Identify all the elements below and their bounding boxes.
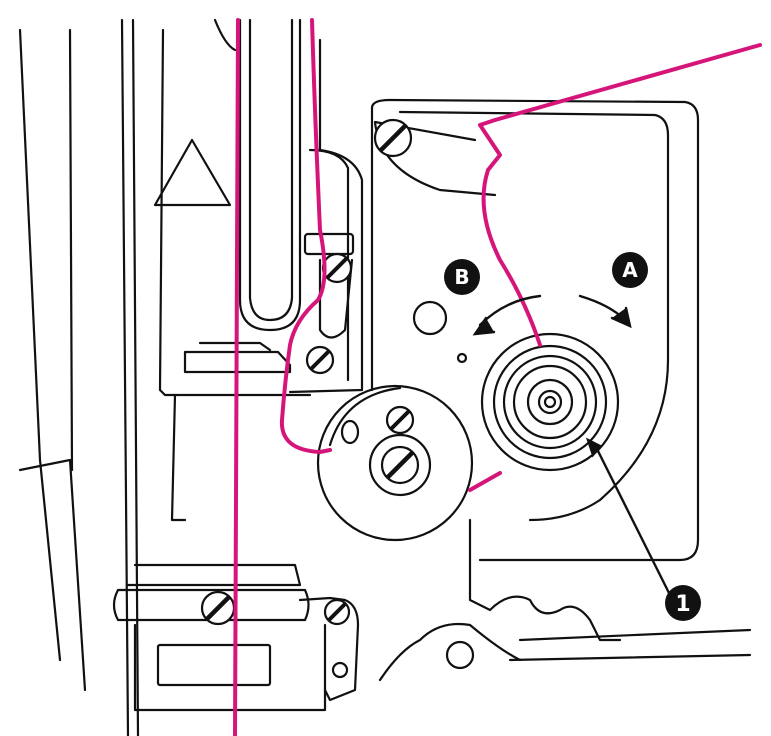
machine-left-edge <box>18 28 62 662</box>
base-hole <box>445 640 475 670</box>
callout-a-label: A <box>622 258 638 282</box>
callout-b: B <box>444 259 480 295</box>
presser-bar-top <box>126 563 302 587</box>
tension-disc-slot <box>340 419 360 445</box>
arrow-b-head <box>472 316 496 336</box>
thread-incoming <box>493 43 762 122</box>
pointer-arrowhead-1 <box>585 437 602 458</box>
lower-thread-guide-back <box>198 341 272 352</box>
tension-disc-outer <box>316 384 474 542</box>
guide-bracket <box>318 258 354 339</box>
screw-bracket <box>323 598 351 626</box>
spring-ring-5 <box>526 378 574 426</box>
screw-guide-upper <box>321 252 353 284</box>
lower-thread-guide <box>183 350 292 374</box>
thread-guide-top <box>213 18 237 52</box>
thread-through-guide <box>478 118 542 347</box>
lower-base-outline <box>468 518 622 642</box>
screw-presser <box>200 590 236 626</box>
lower-base-rail <box>508 628 752 662</box>
small-hole-small <box>456 352 468 364</box>
spring-ring-4 <box>512 364 588 440</box>
spring-ring-3 <box>502 354 598 450</box>
callout-a: A <box>612 252 648 288</box>
pointer-line-1 <box>593 443 672 597</box>
small-hole-large <box>412 300 448 336</box>
spring-ring-2 <box>492 344 608 460</box>
tension-disc-screw-ring <box>368 433 432 497</box>
callout-one: 1 <box>665 585 701 621</box>
arrow-a-head <box>610 306 632 329</box>
screw-guide-lower <box>305 345 335 375</box>
presser-bar-body <box>112 588 310 622</box>
thread-guide-slot <box>238 18 302 332</box>
lower-base-curve <box>378 622 522 682</box>
screw-disc-center <box>380 445 420 485</box>
needle-bar-right <box>131 18 140 736</box>
presser-foot <box>133 623 327 712</box>
tension-plate-inner <box>398 110 670 522</box>
spring-outer-ring <box>480 332 620 472</box>
spring-hub <box>537 389 563 415</box>
tension-plate-outline <box>370 98 700 562</box>
presser-foot-slot <box>156 643 272 687</box>
thread-around-disc <box>468 471 502 492</box>
machine-left-edge-inner <box>68 28 74 472</box>
frame-inner-outline <box>170 393 187 522</box>
spring-hub-hole <box>543 395 557 409</box>
screw-tension-arm <box>373 118 413 158</box>
thread-guide-slot-inner <box>248 18 294 322</box>
needle-bar-left <box>120 18 130 736</box>
tension-disc-rim <box>328 386 402 447</box>
screw-disc-top <box>385 405 415 435</box>
presser-bracket <box>298 596 360 702</box>
callout-one-label: 1 <box>675 592 690 617</box>
warning-triangle <box>153 138 232 207</box>
machine-lower-left-edge <box>18 458 87 692</box>
guide-plate-top <box>303 232 355 256</box>
rotation-arrows <box>472 294 672 597</box>
thread-vertical-right <box>279 18 332 454</box>
callout-b-label: B <box>454 265 469 289</box>
bracket-hole <box>331 661 349 679</box>
thread-path <box>233 18 762 736</box>
thread-needle <box>233 18 240 736</box>
